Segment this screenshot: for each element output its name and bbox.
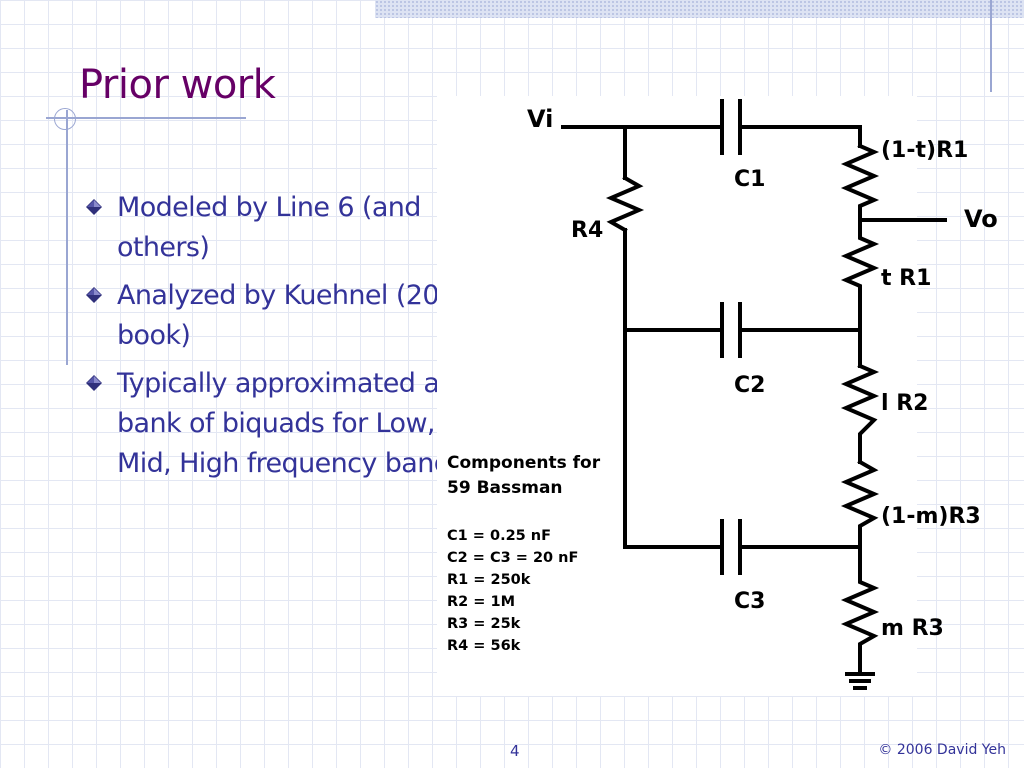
- resistor-r4: [605, 175, 645, 233]
- capacitor-c1: [720, 99, 742, 155]
- resistor-r1-bottom: [840, 222, 880, 332]
- circuit-background: [437, 96, 917, 696]
- resistor-r3-top: [840, 459, 880, 549]
- decor-circle: [54, 108, 76, 130]
- component-value: R2 = 1M: [447, 594, 515, 610]
- resistor-r2: [840, 363, 880, 464]
- page-number: 4: [510, 742, 520, 760]
- bullet-list: Modeled by Line 6 (and others) Analyzed …: [84, 188, 484, 492]
- bullet-text: Analyzed by Kuehnel (2005, book): [117, 280, 481, 351]
- component-value: C1 = 0.25 nF: [447, 528, 551, 544]
- wire-c1-right: [738, 125, 862, 148]
- label-r3-bottom: m R3: [881, 616, 944, 641]
- components-heading-line2: 59 Bassman: [447, 478, 563, 498]
- label-r2: l R2: [881, 391, 928, 416]
- component-value: R1 = 250k: [447, 572, 531, 588]
- bullet-item: Typically approximated as a bank of biqu…: [84, 364, 484, 484]
- bullet-item: Analyzed by Kuehnel (2005, book): [84, 276, 484, 356]
- label-r4: R4: [571, 218, 603, 243]
- decor-horizontal-line: [46, 117, 246, 119]
- bullet-text: Modeled by Line 6 (and others): [117, 192, 421, 263]
- label-c3: C3: [734, 589, 765, 614]
- copyright-text: © 2006 David Yeh: [878, 742, 1006, 758]
- resistor-r1-top: [840, 143, 880, 226]
- component-value: R3 = 25k: [447, 616, 521, 632]
- diamond-bullet-icon: [86, 287, 102, 303]
- ground-symbol: [845, 672, 875, 690]
- label-vo: Vo: [964, 205, 998, 233]
- bullet-item: Modeled by Line 6 (and others): [84, 188, 484, 268]
- label-r3-top: (1-m)R3: [881, 504, 981, 529]
- component-value: R4 = 56k: [447, 638, 521, 654]
- label-vi: Vi: [527, 105, 553, 133]
- label-c1: C1: [734, 167, 765, 192]
- tone-stack-circuit: Vi Vo C1 C2 C3 R4 (1-t)R1 t R1 l R2 (1-m…: [447, 99, 998, 690]
- decor-vertical-line-right: [990, 0, 992, 92]
- label-c2: C2: [734, 373, 765, 398]
- diamond-bullet-icon: [86, 375, 102, 391]
- capacitor-c2: [720, 302, 742, 358]
- component-value: C2 = C3 = 20 nF: [447, 550, 578, 566]
- decor-vertical-line-left: [66, 110, 68, 365]
- slide-title: Prior work: [79, 62, 276, 108]
- label-r1-top: (1-t)R1: [881, 138, 968, 163]
- resistor-r3-bottom: [840, 545, 880, 676]
- components-heading-line1: Components for: [447, 453, 601, 473]
- diamond-bullet-icon: [86, 199, 102, 215]
- bullet-text: Typically approximated as a bank of biqu…: [117, 368, 477, 479]
- header-decor-band: [375, 0, 1024, 18]
- capacitor-c3: [720, 519, 742, 575]
- label-r1-bottom: t R1: [881, 266, 931, 291]
